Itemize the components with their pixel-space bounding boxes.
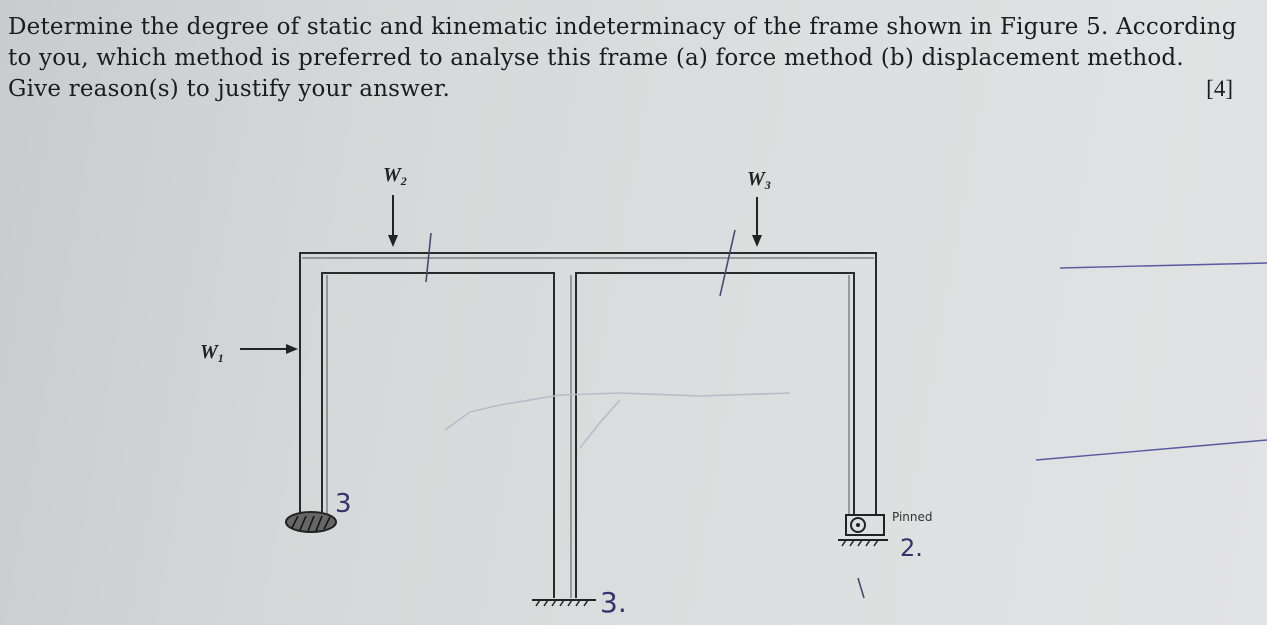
- question-line-2: to you, which method is preferred to ana…: [8, 45, 1184, 71]
- handwritten-right-count: 2.: [900, 534, 923, 562]
- question-line-1: Determine the degree of static and kinem…: [8, 14, 1237, 40]
- frame-outer-outline: [299, 252, 877, 515]
- frame-right-bay-inner: [575, 272, 855, 598]
- frame-members: [299, 252, 877, 598]
- pinned-support-right: [838, 514, 888, 547]
- label-pinned: Pinned: [892, 510, 933, 524]
- pen-cut-left: [425, 232, 432, 283]
- marks-label: [4]: [1206, 76, 1233, 101]
- label-w3: W3: [747, 168, 771, 192]
- label-w2: W2: [383, 164, 407, 188]
- question-text: Determine the degree of static and kinem…: [8, 12, 1253, 105]
- pen-faint-sketch: [444, 392, 791, 431]
- pen-tick-right: [857, 577, 865, 599]
- load-w2-arrow: [388, 195, 398, 247]
- question-line-3: Give reason(s) to justify your answer.: [8, 76, 451, 102]
- fixed-support-left: [285, 511, 337, 533]
- frame-left-bay-inner: [321, 272, 555, 598]
- pen-cut-right: [719, 229, 736, 297]
- label-w1: W1: [200, 341, 224, 365]
- pen-marks: [425, 229, 1267, 599]
- handwritten-middle-count: 3.: [600, 586, 627, 619]
- load-w3-arrow: [752, 197, 762, 247]
- fixed-support-middle: [532, 599, 596, 607]
- member-hatching: [302, 257, 874, 598]
- pen-margin-line-1: [1059, 262, 1267, 269]
- pen-faint-sketch-2: [579, 399, 621, 449]
- pen-margin-line-2: [1035, 439, 1267, 461]
- load-w1-arrow: [240, 344, 298, 354]
- handwritten-left-count: 3: [335, 489, 352, 519]
